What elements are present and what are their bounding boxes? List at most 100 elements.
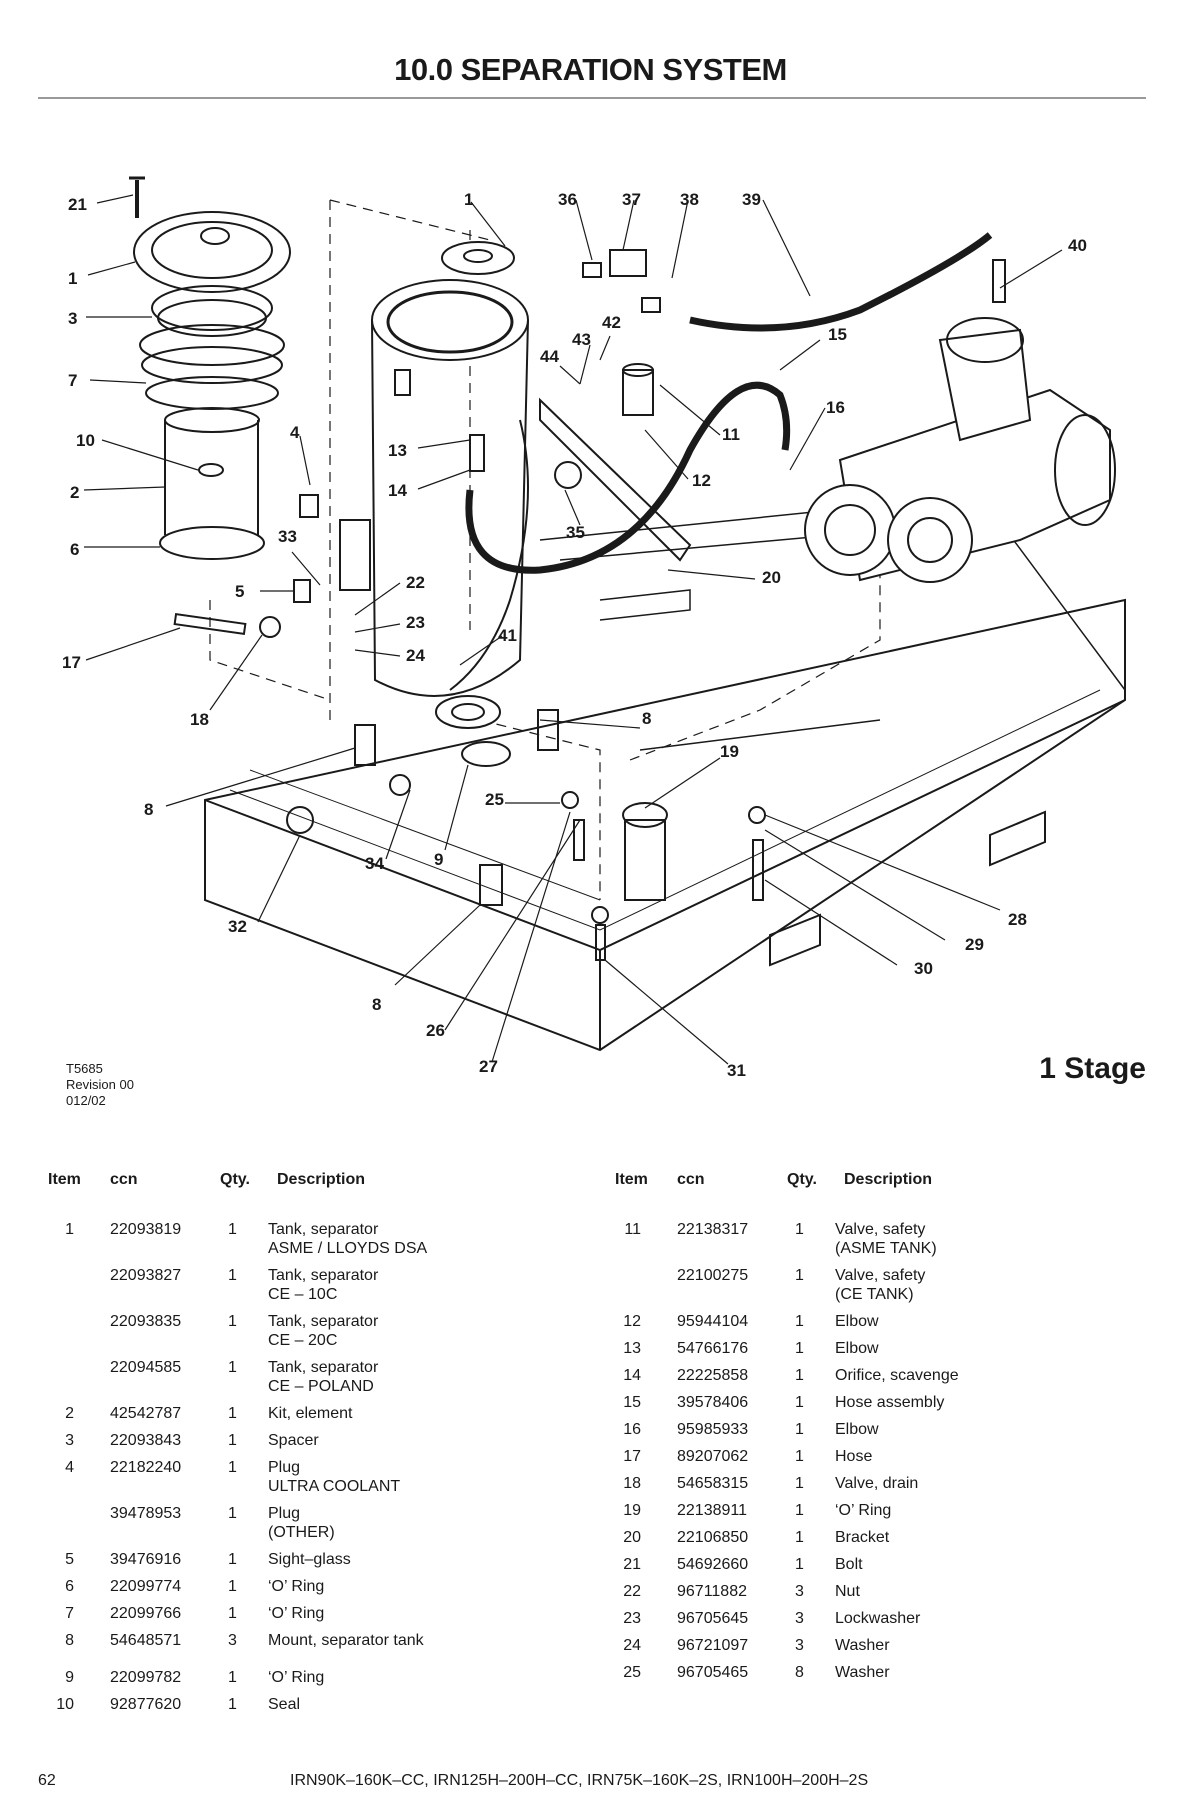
page-title: 10.0 SEPARATION SYSTEM — [394, 52, 787, 87]
cell-item: 11 — [624, 1221, 641, 1238]
cell-qty: 1 — [795, 1556, 804, 1573]
cell-qty: 1 — [795, 1421, 804, 1438]
cell-ccn: 96705465 — [677, 1664, 749, 1681]
cell-ccn: 39478953 — [110, 1505, 182, 1522]
cell-ccn: 22093835 — [110, 1313, 182, 1330]
cell-ccn: 92877620 — [110, 1696, 182, 1713]
cell-item: 19 — [623, 1502, 641, 1519]
description-line: (OTHER) — [268, 1524, 335, 1541]
cell-ccn: 39578406 — [677, 1394, 749, 1411]
header-ccn: ccn — [677, 1171, 705, 1188]
callout-labels: 21 1 3 7 10 2 6 4 33 5 17 18 8 13 14 22 … — [62, 190, 1087, 1080]
cell-item: 14 — [623, 1367, 641, 1384]
callout: 28 — [1008, 910, 1027, 929]
cell-ccn: 22094585 — [110, 1359, 182, 1376]
callout: 18 — [190, 710, 209, 729]
callout: 37 — [622, 190, 641, 209]
cell-ccn: 95944104 — [677, 1313, 749, 1330]
cell-qty: 1 — [228, 1221, 237, 1238]
cell-description: Hose assembly — [835, 1393, 944, 1412]
callout: 8 — [642, 709, 651, 728]
cell-item: 23 — [623, 1610, 641, 1627]
cell-ccn: 54648571 — [110, 1632, 182, 1649]
cell-item: 20 — [623, 1529, 641, 1546]
cell-qty: 1 — [795, 1313, 804, 1330]
callout: 8 — [372, 995, 381, 1014]
cell-description: Washer — [835, 1663, 890, 1682]
callout: 2 — [70, 483, 79, 502]
cell-description: Hose — [835, 1447, 872, 1466]
cell-description: Plug(OTHER) — [268, 1504, 335, 1542]
cell-ccn: 96705645 — [677, 1610, 749, 1627]
cell-ccn: 22225858 — [677, 1367, 749, 1384]
cell-description: Spacer — [268, 1431, 319, 1450]
fittings — [173, 249, 1006, 961]
callout: 1 — [464, 190, 473, 209]
callout: 38 — [680, 190, 699, 209]
callout: 36 — [558, 190, 577, 209]
callout: 1 — [68, 269, 77, 288]
callout: 16 — [826, 398, 845, 417]
callout: 12 — [692, 471, 711, 490]
cell-description: ‘O’ Ring — [268, 1577, 324, 1596]
header-description: Description — [844, 1171, 933, 1188]
cell-qty: 3 — [795, 1637, 804, 1654]
cell-ccn: 54658315 — [677, 1475, 749, 1492]
cell-description: Bracket — [835, 1528, 889, 1547]
callout: 3 — [68, 309, 77, 328]
cell-qty: 1 — [795, 1529, 804, 1546]
description-line: Valve, safety — [835, 1267, 926, 1284]
callout: 34 — [365, 854, 384, 873]
cell-description: Bolt — [835, 1555, 863, 1574]
airend — [804, 317, 1116, 583]
cell-ccn: 22093819 — [110, 1221, 182, 1238]
callout: 10 — [76, 431, 95, 450]
cell-qty: 1 — [228, 1605, 237, 1622]
callout: 24 — [406, 646, 425, 665]
cell-item: 3 — [65, 1432, 74, 1449]
cell-qty: 3 — [795, 1583, 804, 1600]
callout: 7 — [68, 371, 77, 390]
cell-ccn: 22093827 — [110, 1267, 182, 1284]
callout: 40 — [1068, 236, 1087, 255]
callout: 22 — [406, 573, 425, 592]
header-item: Item — [615, 1171, 648, 1188]
description-line: ‘O’ Ring — [835, 1502, 892, 1519]
table-header: Item ccn Qty. Description — [40, 1170, 600, 1220]
cell-item: 22 — [623, 1583, 641, 1600]
description-line: ‘O’ Ring — [268, 1578, 325, 1595]
description-line: CE – 20C — [268, 1332, 338, 1349]
cell-qty: 1 — [795, 1448, 804, 1465]
description-line: Elbow — [835, 1421, 879, 1438]
cell-ccn: 22138317 — [677, 1221, 749, 1238]
cell-description: Washer — [835, 1636, 890, 1655]
callout: 25 — [485, 790, 504, 809]
callout: 27 — [479, 1057, 498, 1076]
callout: 9 — [434, 850, 443, 869]
cell-description: Elbow — [835, 1312, 879, 1331]
description-line: Bolt — [835, 1556, 863, 1573]
cell-qty: 1 — [228, 1313, 237, 1330]
cell-qty: 1 — [795, 1267, 804, 1284]
drawing-revision: Revision 00 — [66, 1077, 134, 1092]
cell-qty: 1 — [795, 1475, 804, 1492]
cell-ccn: 22100275 — [677, 1267, 749, 1284]
exploded-parts-diagram: 21 1 3 7 10 2 6 4 33 5 17 18 8 13 14 22 … — [62, 176, 1126, 1080]
description-line: Elbow — [835, 1313, 879, 1330]
cell-item: 8 — [65, 1632, 74, 1649]
cell-description: ‘O’ Ring — [268, 1604, 324, 1623]
callout: 29 — [965, 935, 984, 954]
